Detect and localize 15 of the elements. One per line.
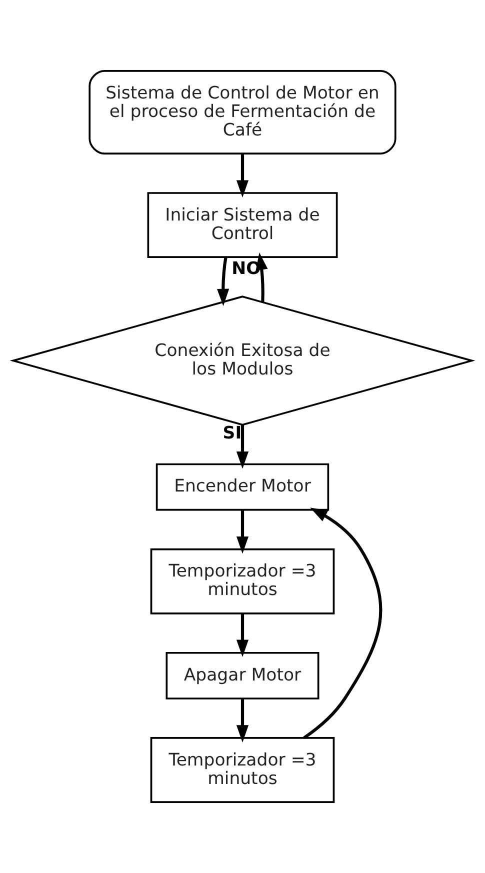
node-box: Iniciar Sistema de Control [147, 192, 338, 258]
node-diamond: Conexión Exitosa de los Modulos [10, 296, 476, 426]
arrow [236, 614, 249, 658]
node-box: Temporizador =3 minutos [150, 737, 335, 803]
edge-label: SI [222, 424, 242, 444]
arrow [303, 508, 382, 740]
arrow [217, 256, 230, 306]
node-box: Apagar Motor [166, 652, 320, 700]
node-box: Encender Motor [156, 463, 330, 511]
arrow [236, 154, 249, 198]
arrow [236, 698, 249, 742]
arrow [236, 510, 249, 554]
node-box: Sistema de Control de Motor en el proceso de Fermentación de Café [88, 70, 396, 154]
arrow [236, 424, 249, 469]
node-box: Temporizador =3 minutos [150, 548, 335, 614]
